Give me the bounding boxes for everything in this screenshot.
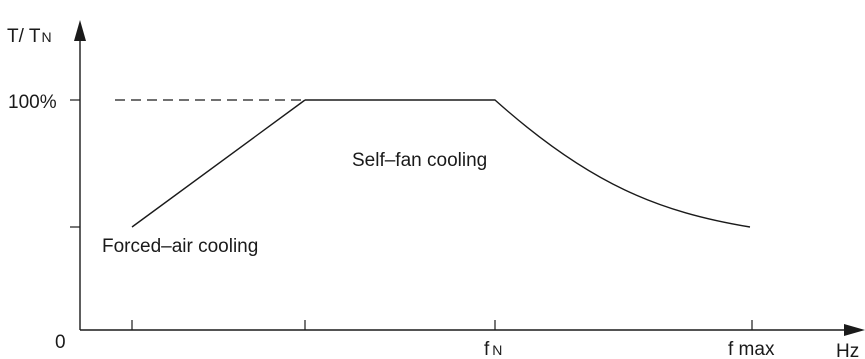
series-self-fan-cooling bbox=[305, 99, 751, 228]
annotation-forced-air-cooling: Forced–air cooling bbox=[102, 236, 258, 257]
annotation-self-fan-cooling: Self–fan cooling bbox=[352, 150, 487, 171]
y-axis-arrow bbox=[74, 20, 86, 41]
series-forced-air-cooling bbox=[131, 99, 306, 228]
y-tick-label-100: 100% bbox=[8, 92, 57, 113]
x-axis-arrow bbox=[844, 324, 865, 336]
y-tick-label-0: 0 bbox=[55, 332, 66, 353]
x-tick-label-fmax: f max bbox=[728, 339, 775, 359]
x-axis-label: Hz bbox=[836, 341, 859, 359]
y-axis-label: T/ TN bbox=[7, 26, 52, 47]
